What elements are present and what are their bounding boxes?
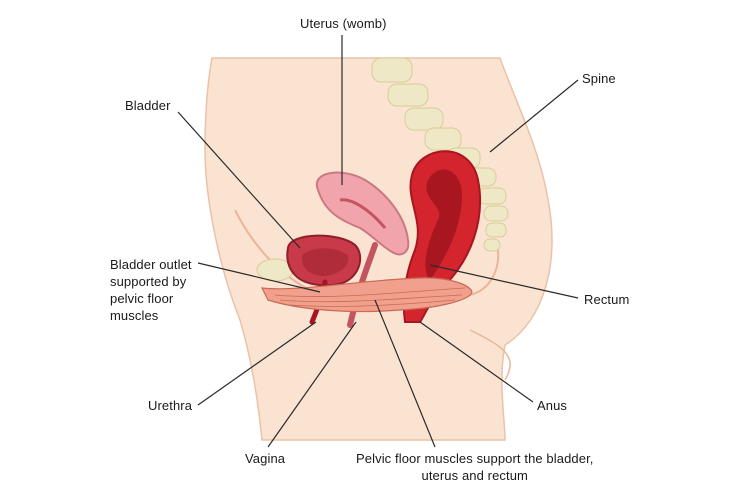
label-rectum: Rectum (584, 292, 630, 307)
buttock-line (469, 329, 511, 381)
label-vagina: Vagina (245, 451, 286, 466)
muscle-fibers (274, 287, 466, 307)
label-spine: Spine (582, 71, 616, 86)
label-uterus: Uterus (womb) (300, 16, 387, 31)
label-bladder-outlet: Bladder outlet supported by pelvic floor… (110, 257, 192, 323)
rectum-lumen (425, 169, 462, 280)
label-bladder: Bladder (125, 98, 171, 113)
label-urethra: Urethra (148, 398, 193, 413)
uterus-cavity (339, 198, 387, 229)
vagina-canal (347, 242, 378, 328)
body-silhouette (204, 57, 553, 441)
leader-lines (177, 35, 579, 448)
label-pelvic-floor: Pelvic floor muscles support the bladder… (356, 451, 594, 483)
bladder-inner (301, 248, 349, 276)
label-anus: Anus (537, 398, 568, 413)
uterus-shape (315, 171, 410, 256)
